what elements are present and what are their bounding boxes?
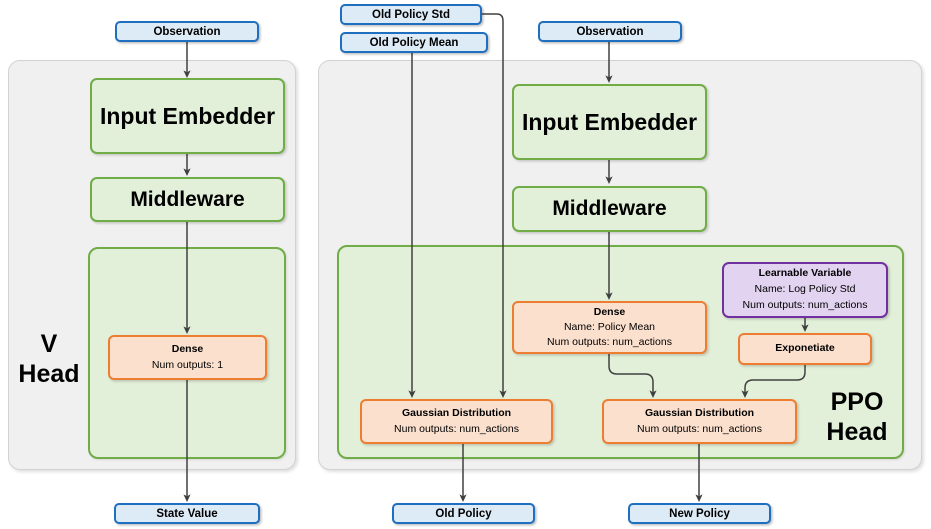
ppo-new-policy-output[interactable]: New Policy (628, 503, 771, 524)
ppo-old-policy-mean-input[interactable]: Old Policy Mean (340, 32, 488, 53)
v-head-dense-outputs: Num outputs: 1 (151, 358, 224, 371)
ppo-old-policy-std-input[interactable]: Old Policy Std (340, 4, 482, 25)
ppo-gaussian-distribution-old[interactable]: Gaussian Distribution Num outputs: num_a… (360, 399, 553, 444)
v-head-caption: V Head (18, 330, 80, 388)
ppo-head-observation-input[interactable]: Observation (538, 21, 682, 42)
ppo-head-middleware[interactable]: Middleware (512, 186, 707, 232)
v-head-state-value-output[interactable]: State Value (114, 503, 260, 524)
ppo-head-caption: PPO Head (826, 388, 888, 446)
gaussian-old-title: Gaussian Distribution (401, 407, 512, 420)
ppo-dense-policy-mean[interactable]: Dense Name: Policy Mean Num outputs: num… (512, 301, 707, 354)
learnable-variable-name: Name: Log Policy Std (754, 283, 856, 296)
ppo-dense-name: Name: Policy Mean (563, 320, 656, 333)
learnable-variable-outputs: Num outputs: num_actions (742, 298, 868, 311)
ppo-dense-title: Dense (593, 305, 626, 318)
v-head-dense-layer[interactable]: Dense Num outputs: 1 (108, 335, 267, 380)
ppo-exponentiate-layer[interactable]: Exponetiate (738, 333, 872, 365)
v-head-observation-input[interactable]: Observation (115, 21, 259, 42)
v-head-middleware[interactable]: Middleware (90, 177, 285, 222)
ppo-head-input-embedder[interactable]: Input Embedder (512, 84, 707, 160)
gaussian-new-outputs: Num outputs: num_actions (637, 422, 762, 435)
ppo-gaussian-distribution-new[interactable]: Gaussian Distribution Num outputs: num_a… (602, 399, 797, 444)
learnable-variable-title: Learnable Variable (758, 267, 852, 280)
gaussian-new-title: Gaussian Distribution (644, 407, 755, 420)
v-head-input-embedder[interactable]: Input Embedder (90, 78, 285, 154)
ppo-learnable-variable[interactable]: Learnable Variable Name: Log Policy Std … (722, 262, 888, 318)
ppo-dense-outputs: Num outputs: num_actions (547, 336, 672, 349)
ppo-old-policy-output[interactable]: Old Policy (392, 503, 535, 524)
v-head-dense-title: Dense (171, 343, 204, 356)
gaussian-old-outputs: Num outputs: num_actions (394, 422, 519, 435)
